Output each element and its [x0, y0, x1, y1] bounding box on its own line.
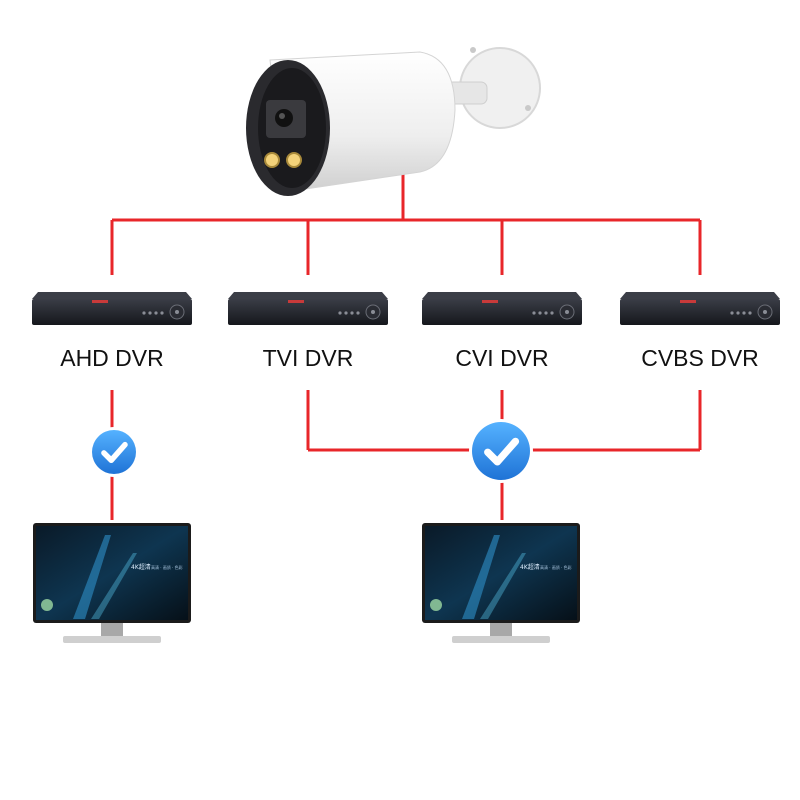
dvr-recorder-icon [227, 291, 389, 326]
monitor-screen-text: 4K超清 [520, 563, 540, 571]
connection-lines [110, 170, 702, 520]
dvr-label: AHD DVR [60, 345, 164, 371]
monitor-icon: 4K超清高清 · 画质 · 色彩 [422, 523, 580, 643]
dvr-label: CVBS DVR [641, 345, 759, 371]
bullet-camera-icon [246, 47, 541, 196]
dvr-label: CVI DVR [455, 345, 548, 371]
monitor-screen-subtext: 高清 · 画质 · 色彩 [151, 564, 183, 570]
monitor-icon: 4K超清高清 · 画质 · 色彩 [33, 523, 191, 643]
dvr-recorder-icon [421, 291, 583, 326]
check-badge-icon [89, 427, 139, 477]
monitor-screen-subtext: 高清 · 画质 · 色彩 [540, 564, 572, 570]
monitor-screen-text: 4K超清 [131, 563, 151, 571]
check-badge-icon [469, 419, 533, 483]
dvr-recorder-icon [619, 291, 781, 326]
dvr-label: TVI DVR [263, 345, 354, 371]
dvr-recorder-icon [31, 291, 193, 326]
